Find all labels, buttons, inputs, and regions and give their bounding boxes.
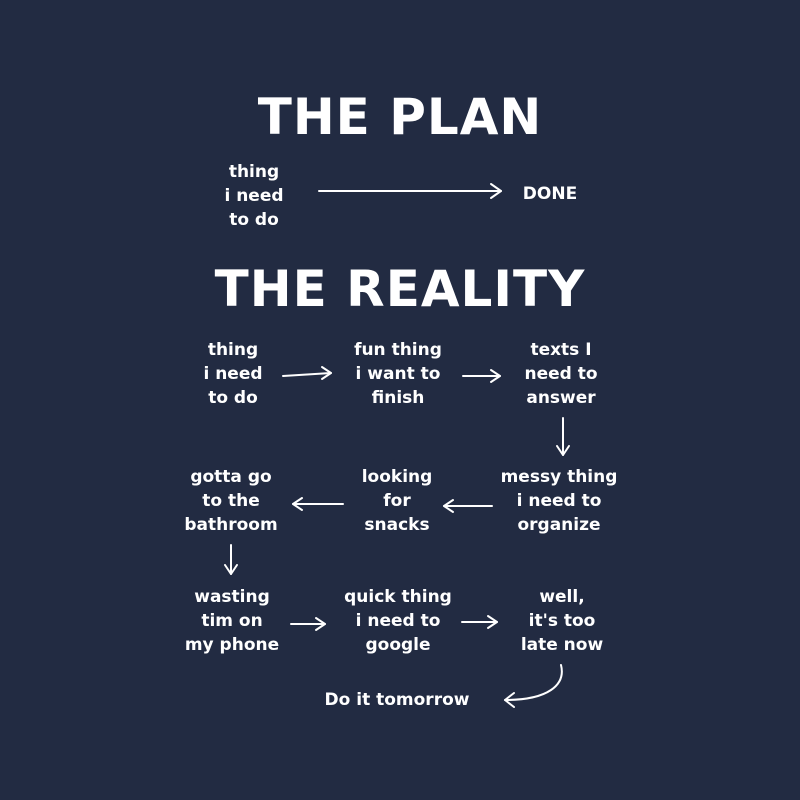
reality-step-1-line-3: to do — [208, 388, 258, 408]
reality-step-5-line-1: looking — [361, 467, 433, 487]
plan-start-line-2: i need — [224, 186, 284, 206]
arrow-step8-to-step9 — [461, 615, 498, 629]
reality-step-7: wasting tim on my phone — [177, 585, 287, 657]
plan-done-node: DONE — [522, 184, 578, 204]
reality-step-9: well, it's too late now — [510, 585, 614, 657]
arrow-step5-to-step6 — [292, 497, 344, 511]
reality-step-3-line-2: need to — [524, 364, 598, 384]
reality-step-8-line-1: quick thing — [344, 587, 452, 607]
arrow-step2-to-step3 — [462, 369, 501, 383]
reality-step-9-line-1: well, — [539, 587, 585, 607]
reality-step-2-line-1: fun thing — [354, 340, 442, 360]
arrow-step6-to-step7 — [224, 544, 238, 575]
reality-step-8-line-2: i need to — [355, 611, 441, 631]
reality-step-1-line-1: thing — [207, 340, 259, 360]
arrow-step4-to-step5 — [443, 499, 493, 513]
reality-step-6-line-2: to the — [202, 491, 260, 511]
reality-step-3-line-3: answer — [526, 388, 596, 408]
reality-step-1-line-2: i need — [203, 364, 263, 384]
reality-step-5: looking for snacks — [345, 465, 449, 537]
plan-start-node: thing i need to do — [210, 160, 298, 232]
reality-step-4-line-2: i need to — [516, 491, 602, 511]
reality-step-4-line-3: organize — [517, 515, 601, 535]
reality-step-2-line-3: finish — [371, 388, 425, 408]
reality-step-6-line-1: gotta go — [190, 467, 272, 487]
arrow-step9-to-final — [504, 664, 563, 708]
reality-step-7-line-2: tim on — [201, 611, 263, 631]
reality-step-5-line-2: for — [383, 491, 411, 511]
reality-step-1: thing i need to do — [183, 338, 283, 410]
arrow-step3-to-step4 — [556, 417, 570, 456]
plan-start-line-3: to do — [229, 210, 279, 230]
reality-step-4-line-1: messy thing — [500, 467, 618, 487]
arrow-step1-to-step2 — [282, 366, 332, 380]
reality-step-3: texts I need to answer — [505, 338, 617, 410]
reality-step-7-line-3: my phone — [184, 635, 280, 655]
arrow-step7-to-step8 — [290, 617, 326, 631]
reality-step-8-line-3: google — [365, 635, 431, 655]
reality-step-9-line-2: it's too — [528, 611, 596, 631]
reality-final-node: Do it tomorrow — [324, 690, 470, 710]
reality-step-6-line-3: bathroom — [184, 515, 278, 535]
reality-step-5-line-3: snacks — [364, 515, 430, 535]
reality-step-8: quick thing i need to google — [335, 585, 461, 657]
reality-step-4: messy thing i need to organize — [494, 465, 624, 537]
reality-step-2-line-2: i want to — [355, 364, 441, 384]
reality-step-3-line-1: texts I — [530, 340, 592, 360]
plan-start-line-1: thing — [228, 162, 280, 182]
plan-title: THE PLAN — [257, 88, 543, 146]
reality-step-9-line-3: late now — [520, 635, 604, 655]
plan-arrow — [318, 183, 502, 199]
reality-title: THE REALITY — [214, 260, 586, 318]
reality-step-2: fun thing i want to finish — [338, 338, 458, 410]
reality-step-7-line-1: wasting — [194, 587, 270, 607]
reality-step-6: gotta go to the bathroom — [172, 465, 290, 537]
